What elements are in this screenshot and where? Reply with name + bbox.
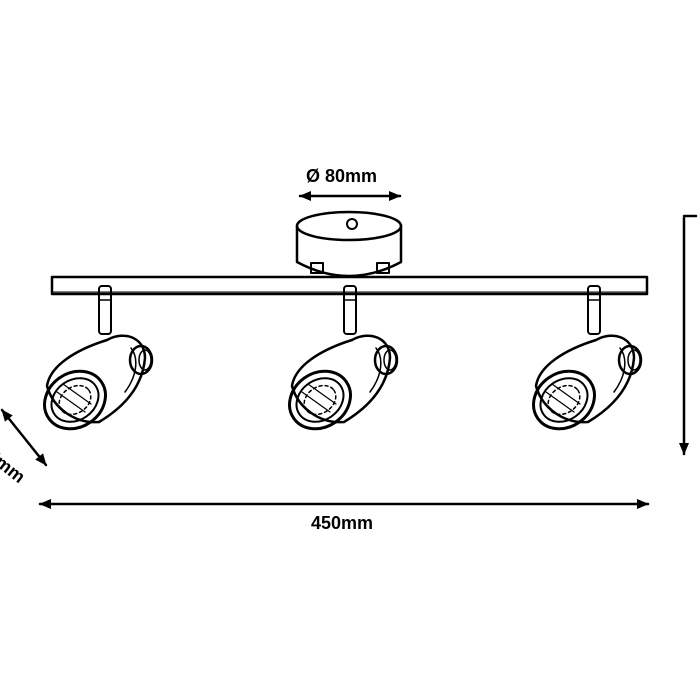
ceiling-base [295, 210, 403, 278]
spotlight-right [520, 284, 643, 442]
spotlight-center [276, 284, 399, 442]
total-width-label: 450mm [311, 513, 373, 533]
dimension-total-width: 450mm [38, 499, 650, 533]
spotlight-left [31, 284, 154, 442]
base-diameter-label: Ø 80mm [306, 166, 377, 186]
dimension-shade-diameter: 5mm [0, 408, 48, 487]
shade-diameter-label: 5mm [0, 445, 29, 487]
mounting-bar [50, 275, 649, 296]
dimension-base-diameter: Ø 80mm [298, 166, 402, 201]
dimension-height [679, 214, 698, 456]
